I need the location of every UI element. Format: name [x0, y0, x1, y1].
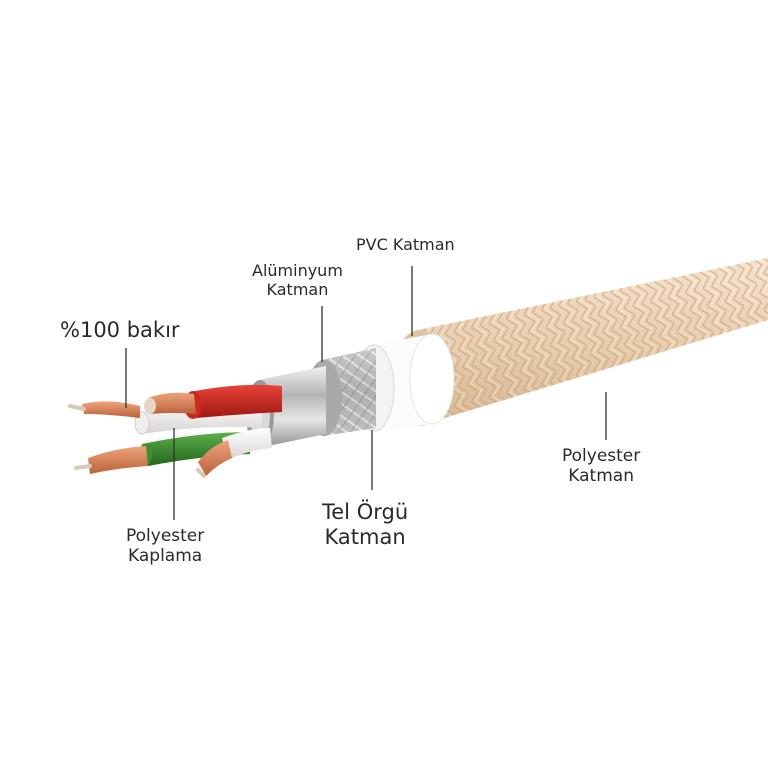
copper-conductor-top — [68, 401, 140, 418]
red-wire — [144, 384, 282, 419]
white-wire-lower — [196, 428, 272, 478]
label-copper: %100 bakır — [60, 318, 180, 342]
label-polyester-coating: Polyester Kaplama — [126, 526, 205, 567]
label-aluminum: Alüminyum Katman — [252, 261, 343, 299]
label-polyester-layer: Polyester Katman — [562, 446, 641, 487]
label-pvc: PVC Katman — [356, 235, 455, 254]
leader-lines — [125, 266, 607, 520]
label-braid: Tel Örgü Katman — [322, 500, 409, 549]
